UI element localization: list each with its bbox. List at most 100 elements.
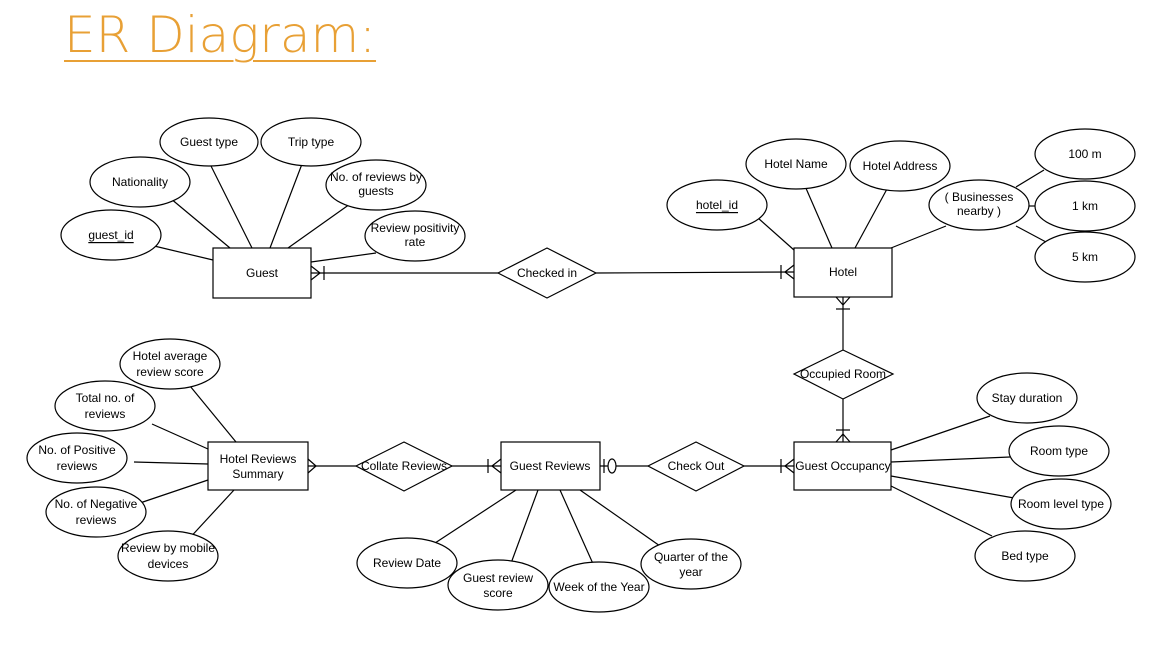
attribute-guest-type-label: Guest type [180,135,238,149]
edge-occupancy-roomtype [890,456,1011,463]
attribute-hotel-name-label: Hotel Name [764,157,828,171]
cardinality-markers [307,264,851,474]
relationship-check-out-label: Check Out [668,459,725,473]
attribute-score-line1: Guest review [463,571,533,585]
entity-guest-occupancy-label: Guest Occupancy [795,459,890,473]
attribute-positive-line1: No. of Positive [38,443,116,457]
attribute-trip-type-label: Trip type [288,135,335,149]
attribute-hotel-average-review-score: Hotel average review score [119,338,221,390]
entity-guest-label: Guest [246,266,279,280]
attribute-guest-type: Guest type [159,117,259,167]
attribute-positive-line2: reviews [57,459,98,473]
attribute-total-line1: Total no. of [76,391,135,405]
attribute-5km-label: 5 km [1072,250,1098,264]
edge-occupancy-bedtype [890,485,993,537]
connector-lines [133,163,1047,567]
attribute-negative-line1: No. of Negative [55,497,138,511]
attribute-stay-duration-label: Stay duration [992,391,1063,405]
edge-guest-nationality [169,197,231,249]
edge-reviews-date [431,489,517,546]
many-marker-hotel-bottom [835,296,851,310]
entity-hotel: Hotel [793,247,893,298]
entity-hotel-reviews-summary: Hotel Reviews Summary [207,441,309,491]
entity-summary-label-line2: Summary [232,467,283,481]
entity-guest-occupancy: Guest Occupancy [793,441,892,491]
edge-guest-guesttype [209,163,253,249]
entity-guest-reviews: Guest Reviews [500,441,601,491]
slide-title: ER Diagram: [64,6,377,64]
edge-guest-guestid [149,244,214,261]
edge-hotel-name [804,185,833,249]
attribute-1km-label: 1 km [1072,199,1098,213]
attribute-quarter-line2: year [679,565,702,579]
attribute-positivity-line1: Review positivity [371,221,460,235]
attribute-no-reviews-line2: guests [358,184,393,198]
attribute-average-line1: Hotel average [133,349,208,363]
attribute-trip-type: Trip type [260,117,362,167]
attribute-hotel-id-label: hotel_id [696,198,738,212]
many-marker-occupancy-top [835,429,851,443]
edge-guest-noreviews [287,203,351,249]
attribute-nationality: Nationality [89,156,191,208]
edge-businesses-5km [1015,225,1047,243]
attribute-no-of-negative-reviews: No. of Negative reviews [45,486,147,538]
edge-checkedin-hotel [595,271,795,274]
relationship-occupied-room: Occupied Room [792,349,895,400]
attribute-guest-review-score: Guest review score [447,559,549,611]
attribute-week-of-the-year: Week of the Year [548,561,650,613]
attribute-hotel-address: Hotel Address [849,140,951,192]
edge-summary-total [151,423,209,450]
attribute-100m-label: 100 m [1068,147,1101,161]
attribute-businesses-line2: nearby ) [957,204,1001,218]
edge-reviews-week [559,489,595,567]
many-marker-summary-right [307,458,317,474]
many-marker-occupancy-left [780,458,795,474]
attribute-mobile-line1: Review by mobile [121,541,215,555]
attribute-5km: 5 km [1034,231,1136,283]
attribute-businesses-nearby: ( Businesses nearby ) [928,179,1030,231]
attribute-room-level-type-label: Room level type [1018,497,1104,511]
attribute-review-positivity-rate: Review positivity rate [364,210,466,262]
edge-reviews-quarter [579,489,661,547]
entity-hotel-label: Hotel [829,265,857,279]
relationship-check-out: Check Out [646,441,746,492]
attribute-quarter-line1: Quarter of the [654,550,728,564]
edge-summary-average [189,385,237,443]
attribute-week-label: Week of the Year [553,580,644,594]
edge-hotel-businesses [890,225,947,249]
entity-guest: Guest [212,247,312,299]
attribute-guest-id-label: guest_id [88,228,133,242]
edge-summary-negative [133,479,209,506]
many-marker-hotel-left [780,264,795,280]
edge-occupancy-roomlevel [890,475,1015,499]
edge-summary-positive [133,461,209,465]
attribute-hotel-name: Hotel Name [745,138,847,190]
relationship-checked-in: Checked in [496,247,598,299]
attribute-room-type: Room type [1008,425,1110,477]
attribute-negative-line2: reviews [76,513,117,527]
attribute-hotel-address-label: Hotel Address [863,159,938,173]
attribute-bed-type-label: Bed type [1001,549,1049,563]
entity-summary-label-line1: Hotel Reviews [220,452,297,466]
attribute-no-reviews-by-guests: No. of reviews by guests [325,159,427,211]
attribute-mobile-line2: devices [148,557,189,571]
attribute-no-of-positive-reviews: No. of Positive reviews [26,432,128,484]
attribute-review-date-label: Review Date [373,556,441,570]
attribute-average-line2: review score [136,365,204,379]
many-marker-reviews-left [487,458,502,474]
edge-hotel-hotelid [757,217,795,251]
attribute-hotel-id: hotel_id [666,179,768,231]
edge-hotel-address [854,188,888,249]
edge-reviews-score [509,489,539,567]
attribute-total-line2: reviews [85,407,126,421]
attribute-nationality-label: Nationality [112,175,168,189]
relationship-checked-in-label: Checked in [517,266,577,280]
attribute-room-type-label: Room type [1030,444,1088,458]
attribute-stay-duration: Stay duration [976,372,1078,424]
attribute-review-date: Review Date [356,537,458,589]
relationship-occupied-room-label: Occupied Room [800,367,886,381]
attribute-businesses-line1: ( Businesses [945,190,1014,204]
entity-guest-reviews-label: Guest Reviews [510,459,591,473]
attribute-room-level-type: Room level type [1010,478,1112,530]
